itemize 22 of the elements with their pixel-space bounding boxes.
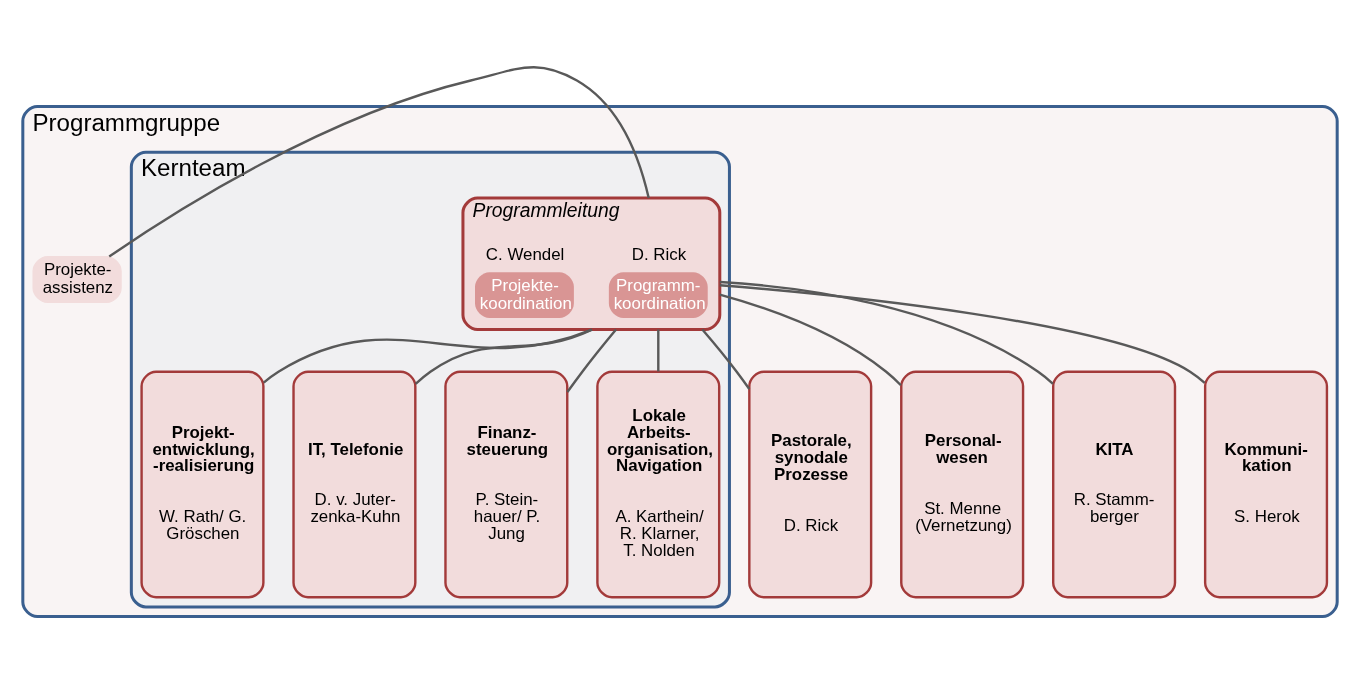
node-box: Projekte- koordination: [475, 272, 574, 319]
node-box: Projekt- entwicklung, -realisierung W. Rath/ G. Gröschen: [140, 370, 265, 599]
connector: [566, 328, 617, 393]
connector: [701, 328, 751, 390]
node-box: KITA R. Stamm- berger: [1052, 370, 1177, 599]
node-box: Pastorale, synodale Prozesse D. Rick: [748, 370, 873, 599]
connector: [657, 329, 660, 372]
node-box: Programm- koordination: [608, 272, 708, 319]
connector: [414, 328, 593, 385]
node-label: D. Rick: [631, 245, 687, 265]
node-box: Kommuni- kation S. Herok: [1203, 370, 1329, 599]
node-label: C. Wendel: [485, 245, 565, 265]
node-box: Projekte- assistenz: [32, 256, 122, 303]
connector: [719, 280, 1054, 385]
node-box: Personal- wesen St. Menne (Vernetzung): [900, 370, 1025, 599]
node-box: Finanz- steuerung P. Stein- hauer/ P. Jung: [444, 370, 569, 599]
connector: [108, 66, 650, 258]
connector: [719, 293, 902, 387]
connector: [719, 284, 1206, 384]
node-box: Lokale Arbeits- organisation, Navigation A. Karthein/ R. Klarner, T. Nolden: [596, 370, 721, 599]
node-box: IT, Telefonie D. v. Juter- zenka-Kuhn: [292, 370, 417, 599]
connector: [262, 328, 593, 384]
